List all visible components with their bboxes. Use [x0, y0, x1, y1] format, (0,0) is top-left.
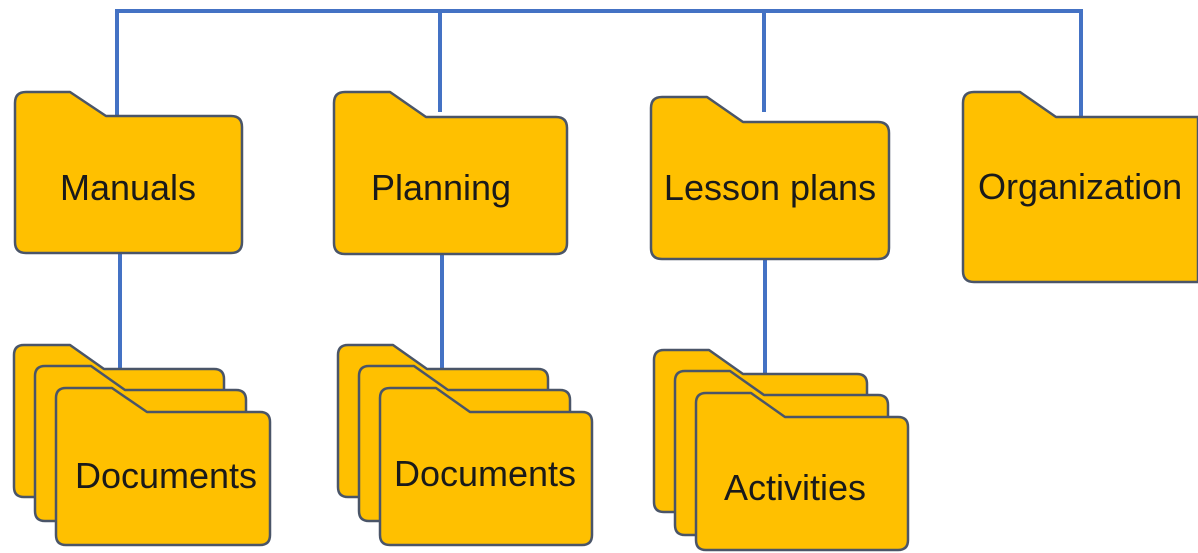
folder-icon	[961, 90, 1198, 284]
folder-label-planning: Planning	[371, 167, 511, 208]
folder-lesson-plans[interactable]: Lesson plans	[649, 95, 891, 261]
folder-label-manuals: Manuals	[60, 167, 196, 208]
top-connector-bar	[115, 9, 1083, 142]
folder-manuals[interactable]: Manuals	[13, 90, 244, 255]
folder-stack-icon	[336, 343, 594, 547]
folder-label-lesson-plans: Lesson plans	[664, 167, 876, 208]
folder-label-organization: Organization	[978, 166, 1182, 207]
folder-icon	[332, 90, 569, 256]
folder-stack-icon	[12, 343, 272, 547]
folder-icon	[649, 95, 891, 261]
subfolder-label-planning-documents: Documents	[394, 453, 576, 494]
subfolder-lesson-activities[interactable]: Activities	[652, 348, 910, 552]
subfolder-label-manuals-documents: Documents	[75, 455, 257, 496]
subfolder-manuals-documents[interactable]: Documents	[12, 343, 272, 547]
folder-icon	[13, 90, 244, 255]
subfolder-label-lesson-activities: Activities	[724, 467, 866, 508]
folder-stack-icon	[652, 348, 910, 552]
folder-planning[interactable]: Planning	[332, 90, 569, 256]
connector-lines	[115, 9, 1083, 376]
subfolder-planning-documents[interactable]: Documents	[336, 343, 594, 547]
folder-organization[interactable]: Organization	[961, 90, 1198, 284]
